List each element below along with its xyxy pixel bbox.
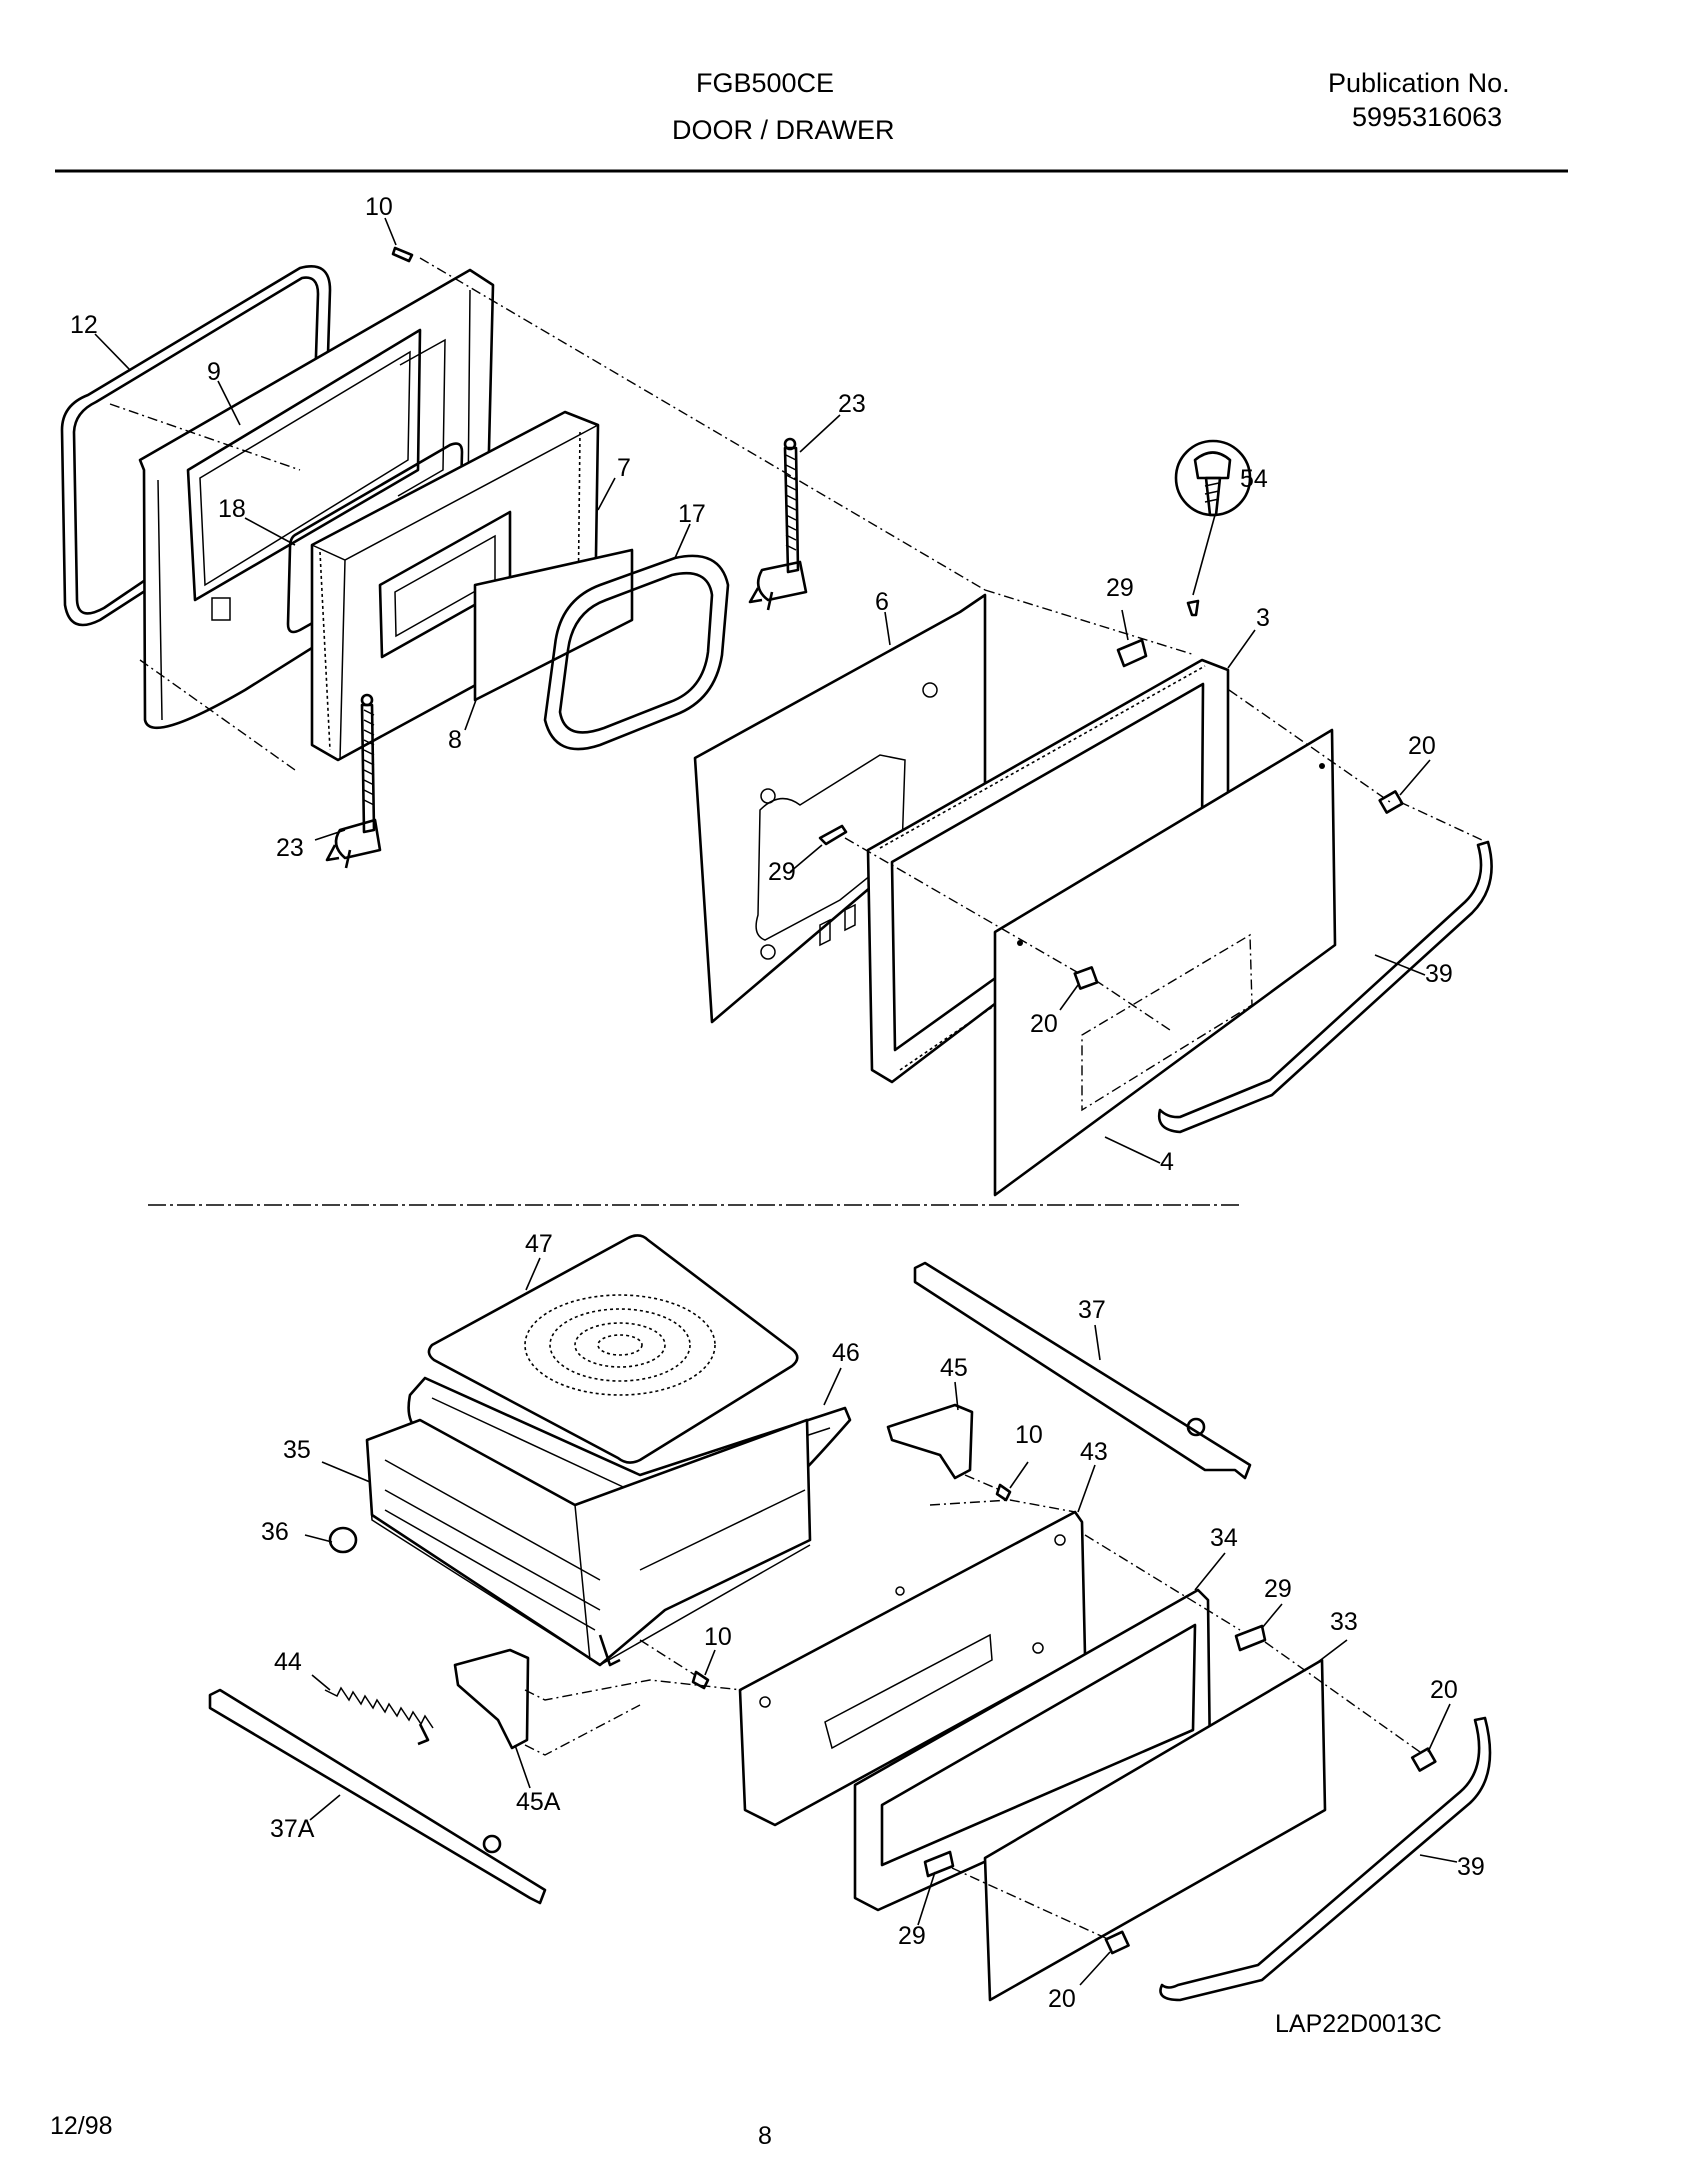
callout-10: 10 (1015, 1421, 1043, 1449)
spring-44-part (324, 1686, 434, 1746)
door-hinge-right-part (748, 437, 808, 611)
screw-29-right-part (1116, 638, 1148, 668)
section-title: DOOR / DRAWER (672, 115, 895, 145)
leader-lines (94, 217, 1458, 1986)
clip-20-lower-right (1410, 1747, 1437, 1772)
callout-35: 35 (283, 1436, 311, 1464)
callout-37: 37 (1078, 1296, 1106, 1324)
callout-20: 20 (1030, 1010, 1058, 1038)
oven-door-assembly (60, 246, 1493, 1197)
callout-3: 3 (1256, 604, 1270, 632)
page-number: 8 (758, 2122, 772, 2150)
callout-4: 4 (1160, 1148, 1174, 1176)
knob-36-part (328, 1526, 358, 1554)
callout-46: 46 (832, 1339, 860, 1367)
drawer-front-outer-part (983, 1658, 1327, 2002)
inner-door-panel-part (138, 268, 495, 730)
drawer-slide-right-part (913, 1261, 1252, 1480)
callout-29: 29 (768, 858, 796, 886)
callout-20: 20 (1048, 1985, 1076, 2013)
callout-43: 43 (1080, 1438, 1108, 1466)
callout-20: 20 (1430, 1676, 1458, 1704)
callout-23: 23 (838, 390, 866, 418)
bracket-45a-part (453, 1648, 530, 1750)
door-handle-part (1157, 840, 1493, 1134)
screw-10-top-part (391, 246, 414, 263)
callout-39: 39 (1425, 960, 1453, 988)
callout-45A: 45A (516, 1788, 561, 1816)
drawer-handle-part (1159, 1716, 1492, 2002)
drawing-code: LAP22D0013C (1275, 2010, 1442, 2038)
callout-10: 10 (365, 193, 393, 221)
door-hinge-left-part (325, 693, 382, 869)
callout-12: 12 (70, 311, 98, 339)
screw-29-drawer-left-part (923, 1850, 955, 1878)
screw-29-upper-part (818, 824, 848, 846)
callout-23: 23 (276, 834, 304, 862)
callout-34: 34 (1210, 1524, 1238, 1552)
clip-20-upper-left (1073, 966, 1099, 990)
drawer-frame-part (853, 1588, 1212, 1912)
callout-47: 47 (525, 1230, 553, 1258)
callout-17: 17 (678, 500, 706, 528)
publication-number: 5995316063 (1352, 102, 1503, 132)
callout-54: 54 (1240, 465, 1268, 493)
callout-29: 29 (1264, 1575, 1292, 1603)
clip-20-lower-left (1104, 1930, 1130, 1955)
callout-6: 6 (875, 588, 889, 616)
callout-44: 44 (274, 1648, 302, 1676)
callout-37A: 37A (270, 1815, 315, 1843)
callout-18: 18 (218, 495, 246, 523)
broiler-pan-insert-part (427, 1234, 799, 1464)
drawer-assembly (208, 1234, 1492, 2002)
callout-20: 20 (1408, 732, 1436, 760)
model-number: FGB500CE (696, 68, 835, 98)
screw-10-mid-part (995, 1483, 1012, 1502)
window-seal-part (543, 554, 730, 751)
publication-label: Publication No. (1328, 68, 1510, 98)
bracket-45-part (886, 1403, 974, 1480)
screw-29-drawer-right-part (1234, 1624, 1267, 1652)
callout-labels: 10 12 9 18 7 17 8 23 23 6 54 29 3 29 20 … (70, 193, 1485, 2013)
callout-33: 33 (1330, 1608, 1358, 1636)
clip-20-upper-right (1378, 790, 1404, 814)
callout-45: 45 (940, 1354, 968, 1382)
drawer-body-part (365, 1418, 812, 1667)
callout-7: 7 (617, 454, 631, 482)
callout-36: 36 (261, 1518, 289, 1546)
drawer-slide-left-part (208, 1688, 547, 1905)
callout-29: 29 (898, 1922, 926, 1950)
outer-door-panel-part (993, 728, 1337, 1197)
callout-29: 29 (1106, 574, 1134, 602)
screw-10-lower-part (691, 1670, 710, 1690)
callout-10: 10 (704, 1623, 732, 1651)
callout-8: 8 (448, 726, 462, 754)
revision-date: 12/98 (50, 2112, 113, 2140)
screw-54-detail (1174, 439, 1252, 617)
callout-9: 9 (207, 358, 221, 386)
callout-39: 39 (1457, 1853, 1485, 1881)
